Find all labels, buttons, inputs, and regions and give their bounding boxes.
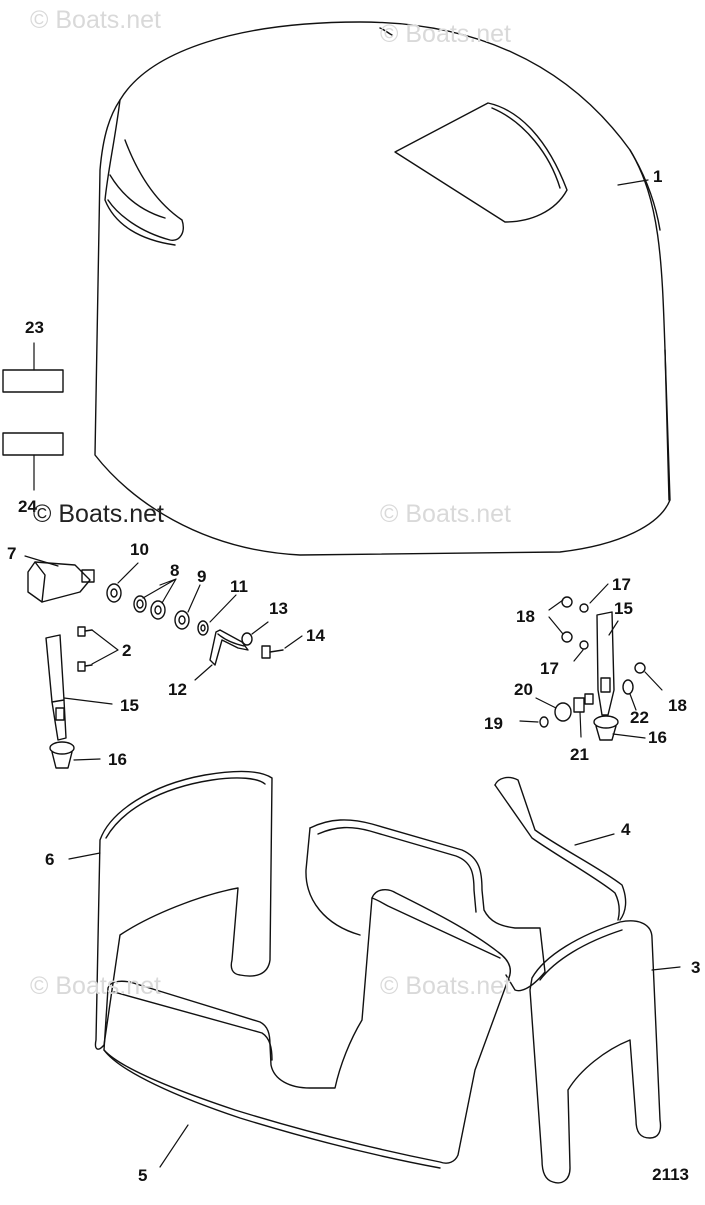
top-cowl: [94, 21, 671, 556]
callout-1: 1: [653, 167, 662, 186]
callout-13: 13: [269, 599, 288, 618]
callout-7: 7: [7, 544, 16, 563]
callout-3: 3: [691, 958, 700, 977]
pin-21: [573, 693, 594, 713]
washer-13: [241, 632, 253, 646]
bumper-7: [27, 561, 95, 603]
decal-24: [2, 432, 64, 456]
callout-5: 5: [138, 1166, 147, 1185]
callout-17-top: 17: [612, 575, 631, 594]
callout-17-bottom: 17: [540, 659, 559, 678]
screws-2: [77, 626, 93, 672]
washers-17: [579, 603, 589, 650]
callout-2: 2: [122, 641, 131, 660]
watermark: © Boats.net: [30, 6, 161, 34]
watermark: © Boats.net: [30, 972, 161, 1000]
callout-14: 14: [306, 626, 325, 645]
callout-16-right: 16: [648, 728, 667, 747]
callout-11: 11: [230, 577, 248, 596]
gasket-4: [305, 776, 627, 992]
grommet-16-right: [593, 715, 619, 741]
callout-16-left: 16: [108, 750, 127, 769]
bracket-15-left: [45, 634, 67, 741]
washer-22: [622, 679, 634, 695]
drawing-number: 2113: [652, 1165, 689, 1184]
bracket-15-right: [596, 611, 615, 716]
callout-12: 12: [168, 680, 187, 699]
watermark: © Boats.net: [33, 500, 164, 528]
nuts-18: [561, 596, 646, 674]
callout-20: 20: [514, 680, 533, 699]
watermark: © Boats.net: [380, 20, 511, 48]
callout-8: 8: [170, 561, 179, 580]
watermark: © Boats.net: [380, 972, 511, 1000]
panel-3: [529, 920, 662, 1184]
callout-23: 23: [25, 318, 44, 337]
callout-18-right: 18: [668, 696, 687, 715]
callout-9: 9: [197, 567, 206, 586]
callout-24: 24: [18, 497, 37, 516]
callout-18-left: 18: [516, 607, 535, 626]
callout-22: 22: [630, 708, 649, 727]
washers-left: [106, 583, 209, 636]
panel-5: [103, 889, 511, 1169]
bushing-20: [554, 702, 572, 722]
panel-6: [94, 770, 273, 1050]
callout-10: 10: [130, 540, 149, 559]
callout-4: 4: [621, 820, 631, 839]
callout-15-left: 15: [120, 696, 139, 715]
callout-21: 21: [570, 745, 589, 764]
callout-labels: 1 23 24 7 10 8 9 11 13 14 2 12 15 16 17 …: [7, 167, 700, 1185]
callout-19: 19: [484, 714, 503, 733]
grommet-16-left: [49, 741, 75, 769]
callout-6: 6: [45, 850, 54, 869]
watermark: © Boats.net: [380, 500, 511, 528]
leader-lines: [24, 179, 681, 1168]
screw-14: [261, 645, 284, 659]
callout-15-right: 15: [614, 599, 633, 618]
decal-23: [2, 369, 64, 393]
clip-19: [539, 716, 549, 728]
